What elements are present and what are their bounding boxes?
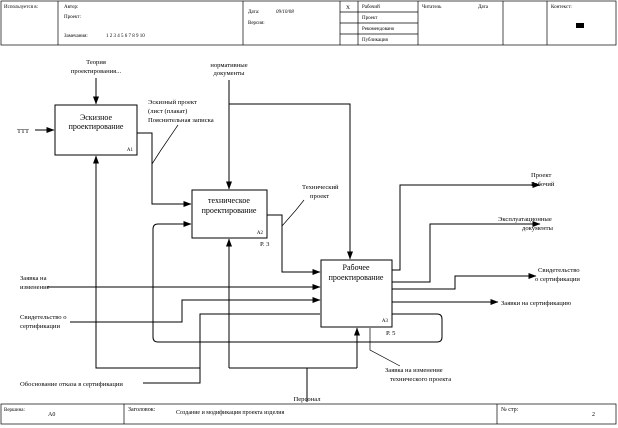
- arrow-tech-project[interactable]: [267, 199, 321, 275]
- label-tech-1: Технический: [302, 184, 339, 191]
- status-draft: Проект: [362, 16, 378, 21]
- label-normative-2: документы: [214, 70, 245, 77]
- date-label: Дата:: [248, 10, 259, 15]
- label-refusal: Обоснование отказа в сертификации: [20, 381, 123, 388]
- context-marker: [576, 23, 584, 28]
- label-change-1: Заявка на: [20, 275, 47, 282]
- box-a3-id: А3: [382, 319, 389, 324]
- label-cert-out-2: о сертификации: [535, 276, 580, 283]
- label-normative-1: нормативные: [210, 62, 247, 69]
- label-change-2: изменение: [20, 284, 50, 291]
- author-label: Автор:: [64, 5, 78, 10]
- status-recommended: Рекомендовано: [362, 27, 395, 32]
- box-a1-title-2: проектирование: [69, 122, 124, 131]
- label-tech-2: проект: [310, 193, 329, 200]
- box-a3-title-1: Рабочее: [343, 263, 370, 272]
- box-a2-id: А2: [257, 231, 264, 236]
- box-a2-title-2: проектирование: [202, 206, 257, 215]
- box-a1-id: А1: [127, 148, 134, 153]
- footer-title-label: Заголовок:: [128, 407, 156, 413]
- arrow-certificate-out[interactable]: [392, 273, 537, 290]
- footer-number-label: № стр:: [501, 407, 519, 413]
- box-a2-title-1: техническое: [208, 196, 250, 205]
- box-a3[interactable]: Рабочее проектирование А3 Р. 5: [320, 259, 396, 337]
- footer-title-value: Создание и модификация проекта изделия: [176, 409, 284, 416]
- label-change-tech-1: Заявка на изменение: [385, 367, 443, 374]
- label-sketch-2: (лист (плакат): [148, 108, 187, 115]
- label-theory-1: Теория: [86, 59, 106, 66]
- arrow-change-request-tech[interactable]: [369, 328, 401, 367]
- label-operational-1: Эксплуатационные: [498, 216, 552, 223]
- footer-node-value: А0: [48, 412, 55, 418]
- label-cert-request: Заявки на сертификацию: [501, 300, 571, 307]
- label-cert-out-1: Свидетельство: [538, 267, 580, 274]
- arrow-operational-docs[interactable]: [392, 221, 541, 283]
- box-a3-title-2: проектирование: [329, 273, 384, 282]
- box-a3-ref: Р. 5: [386, 330, 396, 337]
- status-publication: Публикация: [362, 38, 389, 43]
- label-theory-2: проектирования...: [71, 68, 122, 75]
- date-value: 09/10/08: [276, 10, 294, 15]
- project-label: Проект:: [64, 15, 81, 20]
- version-label: Версия:: [248, 21, 265, 26]
- arrow-feedback-loop[interactable]: [152, 221, 443, 343]
- arrow-personnel[interactable]: [226, 238, 360, 402]
- label-cert-in-1: Свидетельство о: [20, 314, 67, 321]
- status-working: Рабочий: [362, 5, 380, 10]
- label-project-1: Проект: [531, 172, 551, 179]
- box-a2[interactable]: техническое проектирование А2 Р. 3: [191, 189, 270, 248]
- context-label: Контекст:: [551, 5, 572, 10]
- box-a1-title-1: Эскизное: [80, 113, 113, 122]
- label-personnel: Персонал: [293, 396, 321, 403]
- footer-number-value: 2: [592, 412, 595, 418]
- label-sketch-3: Пояснительная записка: [148, 117, 214, 124]
- notes-numbers: 1 2 3 4 5 6 7 8 9 10: [106, 34, 145, 39]
- arrow-certificate-in[interactable]: [70, 297, 321, 323]
- arrow-sketch-project[interactable]: [137, 124, 192, 207]
- date2-label: Дата: [478, 5, 489, 10]
- arrow-normative[interactable]: [226, 80, 353, 260]
- x-mark: X: [346, 5, 350, 11]
- used-at-label: Используется в:: [4, 5, 38, 10]
- box-a2-ref: Р. 3: [260, 241, 270, 248]
- notes-label: Замечания:: [64, 34, 88, 39]
- label-project-2: Рабочий: [531, 181, 555, 188]
- label-change-tech-2: технического проекта: [390, 376, 451, 383]
- label-cert-in-2: сертификации: [20, 323, 60, 330]
- reader-label: Читатель: [422, 5, 442, 10]
- label-operational-2: документы: [522, 225, 553, 232]
- arrow-project-working[interactable]: [392, 182, 541, 271]
- footer-node-label: Вершина:: [4, 408, 25, 413]
- label-ttt: ТТТ: [17, 128, 29, 135]
- header-block: Используется в: Автор: Проект: Замечания…: [0, 0, 617, 46]
- footer-block: Вершина: А0 Заголовок: Создание и модифи…: [0, 403, 617, 425]
- arrow-refusal-reason[interactable]: [93, 155, 320, 384]
- box-a1[interactable]: Эскизное проектирование А1: [54, 104, 138, 156]
- label-sketch-1: Эскизный проект: [148, 99, 197, 106]
